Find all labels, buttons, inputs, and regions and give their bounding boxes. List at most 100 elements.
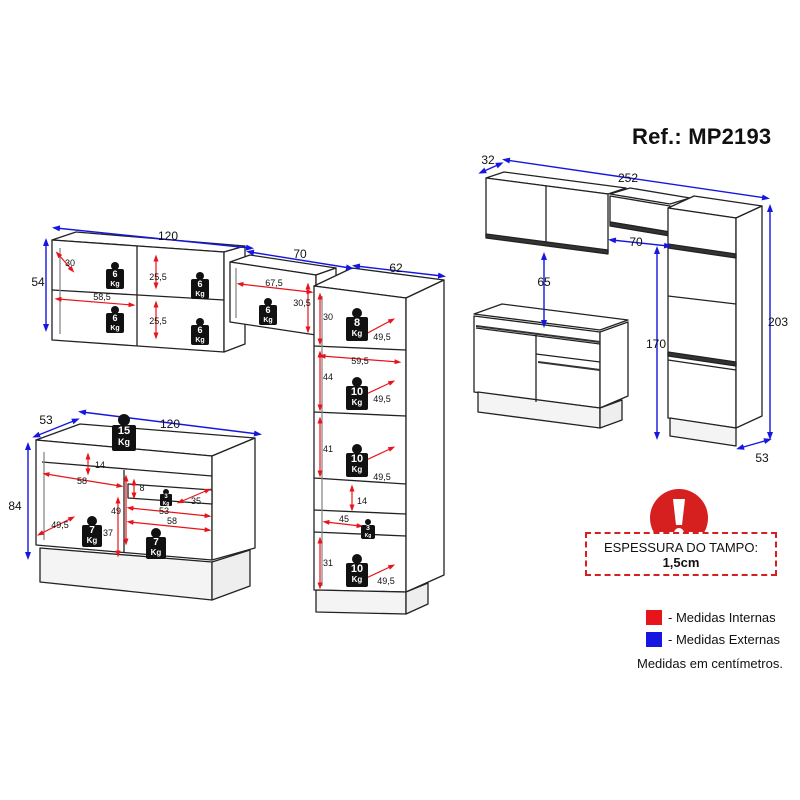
weight-icon (191, 318, 209, 345)
weight-label: 6 (112, 313, 117, 323)
tall-tower (313, 267, 445, 615)
weight-label: 10 (351, 453, 363, 465)
dim-line-overview-width (502, 157, 770, 201)
weight-unit: Kg (110, 281, 119, 288)
dim-label: 58 (167, 516, 177, 526)
weight-label: 6 (197, 325, 202, 335)
internal-swatch (646, 610, 662, 625)
legend-internal: - Medidas Internas (646, 610, 776, 625)
dim-label: 252 (618, 171, 638, 185)
dim-label: 53 (755, 451, 769, 465)
weight-icon (346, 308, 368, 341)
reference-title: Ref.: MP2193 (632, 124, 772, 149)
dim-label: 8 (139, 483, 144, 493)
dim-line-upper-width (52, 225, 254, 251)
dim-label: 14 (95, 460, 105, 470)
dim-label: 70 (293, 247, 307, 261)
dim-label: 58,5 (93, 292, 111, 302)
dim-line-overview-depth-bottom (736, 438, 772, 450)
weight-icon (112, 414, 136, 451)
legend-internal-label: - Medidas Internas (668, 610, 776, 625)
weight-icon (259, 298, 277, 325)
dim-label: 49,5 (377, 576, 395, 586)
weight-label: 15 (118, 425, 130, 437)
weight-label: 3 (366, 525, 370, 532)
dim-label: 41 (323, 444, 333, 454)
tabletop-thickness-title: ESPESSURA DO TAMPO: (603, 540, 759, 555)
weight-label: 8 (354, 317, 360, 329)
weight-label: 10 (351, 386, 363, 398)
dim-label: 203 (768, 315, 788, 329)
weight-unit: Kg (365, 533, 372, 539)
weight-unit: Kg (118, 437, 130, 447)
weight-label: 3 (164, 494, 168, 500)
dim-label: 32 (481, 153, 495, 167)
weight-unit: Kg (263, 317, 272, 324)
weight-unit: Kg (195, 291, 204, 298)
dim-label: 59,5 (351, 356, 369, 366)
dim-label: 30 (65, 258, 75, 268)
dim-label: 49,5 (51, 520, 69, 530)
weight-unit: Kg (352, 575, 363, 584)
dim-label: 70 (629, 235, 643, 249)
weight-icon (361, 519, 375, 539)
dim-label: 14 (357, 496, 367, 506)
dim-label: 44 (323, 372, 333, 382)
weight-icon (191, 272, 209, 299)
weight-icon (106, 262, 124, 289)
weight-unit: Kg (352, 465, 363, 474)
dim-label: 53 (39, 413, 53, 427)
upper-cabinet-120 (51, 231, 246, 353)
dim-label: 49 (111, 506, 121, 516)
dim-label: 31 (323, 558, 333, 568)
weight-icon (106, 306, 124, 333)
dim-label: 120 (158, 229, 178, 243)
dim-label: 120 (160, 417, 180, 431)
base-cabinet (35, 423, 256, 601)
dim-label: 65 (537, 275, 551, 289)
overview-base-cabinet (473, 303, 629, 429)
weight-unit: Kg (110, 325, 119, 332)
dim-line-overview-70 (608, 237, 672, 249)
weight-label: 6 (112, 269, 117, 279)
dim-label: 53 (159, 506, 169, 516)
weight-unit: Kg (352, 329, 363, 338)
legend-external: - Medidas Externas (646, 632, 780, 647)
external-swatch (646, 632, 662, 647)
overview-upper-cabinets (485, 171, 691, 255)
dim-label: 49,5 (373, 394, 391, 404)
weight-unit: Kg (352, 398, 363, 407)
weight-unit: Kg (151, 548, 162, 557)
tabletop-thickness-box: ESPESSURA DO TAMPO: 1,5cm (585, 532, 777, 576)
weight-icon (346, 377, 368, 410)
weight-icon (146, 528, 166, 559)
dim-label: 62 (389, 261, 403, 275)
dim-label: 54 (31, 275, 45, 289)
dim-label: 67,5 (265, 278, 283, 288)
dim-label: 170 (646, 337, 666, 351)
dim-label: 37 (103, 528, 113, 538)
dim-label: 45 (339, 514, 349, 524)
weight-label: 7 (153, 537, 159, 548)
weight-icon (82, 516, 102, 547)
weight-label: 7 (89, 525, 95, 536)
legend-external-label: - Medidas Externas (668, 632, 780, 647)
legend-note: Medidas em centímetros. (637, 656, 783, 671)
dim-label: 25,5 (149, 316, 167, 326)
weight-unit: Kg (87, 536, 98, 545)
tabletop-thickness-value: 1,5cm (662, 555, 700, 570)
dim-line-tower-depth (352, 263, 446, 279)
weight-label: 6 (197, 279, 202, 289)
dim-label: 58 (77, 476, 87, 486)
weight-icon (160, 489, 172, 506)
dim-line-base-depth (32, 418, 80, 438)
dim-label: 35 (191, 496, 201, 506)
overview-tower (667, 195, 763, 447)
weight-label: 10 (351, 563, 363, 575)
weight-icon (346, 444, 368, 477)
weight-unit: Kg (195, 337, 204, 344)
weight-unit: Kg (163, 501, 170, 507)
dim-label: 30 (323, 312, 333, 322)
dim-label: 84 (8, 499, 22, 513)
dim-line-upper70-width (246, 249, 354, 271)
